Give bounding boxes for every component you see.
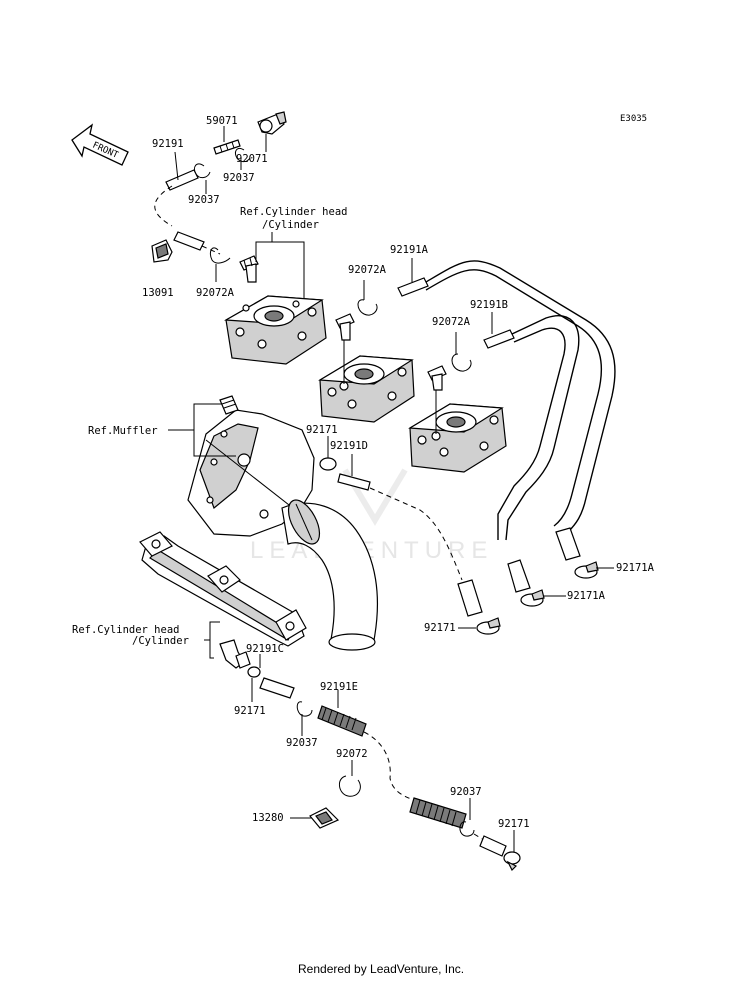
label-92191A: 92191A	[390, 244, 429, 256]
ref-cyl-head-top-line1: Ref.Cylinder head	[240, 206, 347, 218]
hose-92191-top	[165, 169, 199, 191]
muffler-fitting	[219, 395, 239, 415]
clamp-92171-mid	[319, 457, 337, 471]
clip-92037-d	[459, 821, 475, 837]
label-92037-c: 92037	[286, 737, 318, 749]
nipple-92071	[257, 111, 287, 135]
hose-segment	[173, 231, 205, 251]
ref-cyl-head-bottom-line2: /Cylinder	[132, 635, 189, 647]
label-92037-a: 92037	[223, 172, 255, 184]
loop-hose-inner-a	[505, 315, 580, 541]
label-13091: 13091	[142, 287, 174, 299]
clamp-92171-b	[476, 617, 501, 635]
clip-92037-c	[296, 701, 313, 717]
cylinder-head-1	[223, 295, 327, 365]
hose-92191A	[397, 277, 429, 297]
hose-route-3	[369, 487, 463, 581]
ref-muffler-leader-a	[168, 403, 222, 431]
label-92072: 92072	[336, 748, 368, 760]
water-manifold	[139, 531, 307, 647]
label-92072A-b: 92072A	[348, 264, 387, 276]
label-13280: 13280	[252, 812, 284, 824]
label-92072A-a: 92072A	[196, 287, 235, 299]
ref-muffler: Ref.Muffler	[88, 425, 158, 437]
label-92171-mid: 92171	[306, 424, 338, 436]
loop-hose-inner-b	[497, 327, 566, 540]
label-92191D: 92191D	[330, 440, 368, 452]
hose-92191C	[259, 677, 295, 699]
clamp-92072	[339, 775, 361, 797]
clamp-92171A-b	[520, 589, 545, 607]
label-92072A-c: 92072A	[432, 316, 471, 328]
label-92171-c: 92171	[234, 705, 266, 717]
label-92037-b: 92037	[188, 194, 220, 206]
hose-end-bottom	[479, 835, 507, 857]
clamp-92072A-a	[209, 247, 231, 264]
fitting-59071	[213, 139, 241, 155]
ref-leader-b	[272, 241, 305, 306]
muffler-body	[187, 409, 315, 537]
loop-hose-outer-b	[425, 269, 603, 527]
label-92191C: 92191C	[246, 643, 284, 655]
label-92171-d: 92171	[498, 818, 530, 830]
hose-end-right-b	[507, 559, 531, 593]
label-92171A-b: 92171A	[567, 590, 606, 602]
clamp-92072A-b	[357, 299, 378, 316]
front-arrow-icon: FRONT	[71, 123, 129, 166]
hose-route-4	[363, 731, 415, 801]
loop-hose-outer-a	[425, 260, 616, 533]
cylinder-head-3	[408, 403, 507, 473]
label-92037-d: 92037	[450, 786, 482, 798]
ref-leader-a	[255, 232, 273, 262]
label-92171-b: 92171	[424, 622, 456, 634]
label-92171A-a: 92171A	[616, 562, 655, 574]
elbow-fitting-c	[427, 365, 447, 391]
label-plate-13280	[309, 807, 340, 829]
clamp-92171-d	[503, 851, 521, 872]
clamp-92171A-a	[574, 561, 599, 579]
label-59071: 59071	[206, 115, 238, 127]
hose-92191D	[337, 473, 371, 491]
ref-bottom-leader-b	[209, 621, 220, 640]
cap-13091	[151, 239, 173, 263]
spring-hose-92191E	[317, 705, 367, 737]
hose-92191B	[483, 329, 515, 349]
elbow-fitting-a	[239, 255, 259, 283]
exhaust-elbow-pipe	[281, 499, 379, 651]
spring-hose-lower	[409, 797, 467, 829]
ref-muffler-leader-b	[193, 430, 236, 457]
hose-route-1	[154, 185, 173, 227]
label-92191E: 92191E	[320, 681, 358, 693]
clamp-92171-c	[247, 666, 261, 678]
hose-end-lower	[457, 579, 483, 617]
clip-92037-a	[235, 147, 251, 163]
cylinder-head-2	[318, 355, 415, 423]
ref-cyl-head-top-line2: /Cylinder	[262, 219, 319, 231]
label-92191-top: 92191	[152, 138, 184, 150]
hose-end-right-a	[555, 527, 581, 561]
ref-bottom-leader-a	[204, 639, 214, 659]
elbow-fitting-b	[335, 313, 355, 341]
label-92191B: 92191B	[470, 299, 508, 311]
ref-cyl-head-bottom-line1: Ref.Cylinder head	[72, 624, 179, 636]
diagram-code: E3035	[620, 114, 647, 124]
elbow-fitting-d	[219, 639, 251, 669]
footer-credit: Rendered by LeadVenture, Inc.	[298, 962, 464, 976]
clamp-92072A-c	[451, 353, 472, 372]
